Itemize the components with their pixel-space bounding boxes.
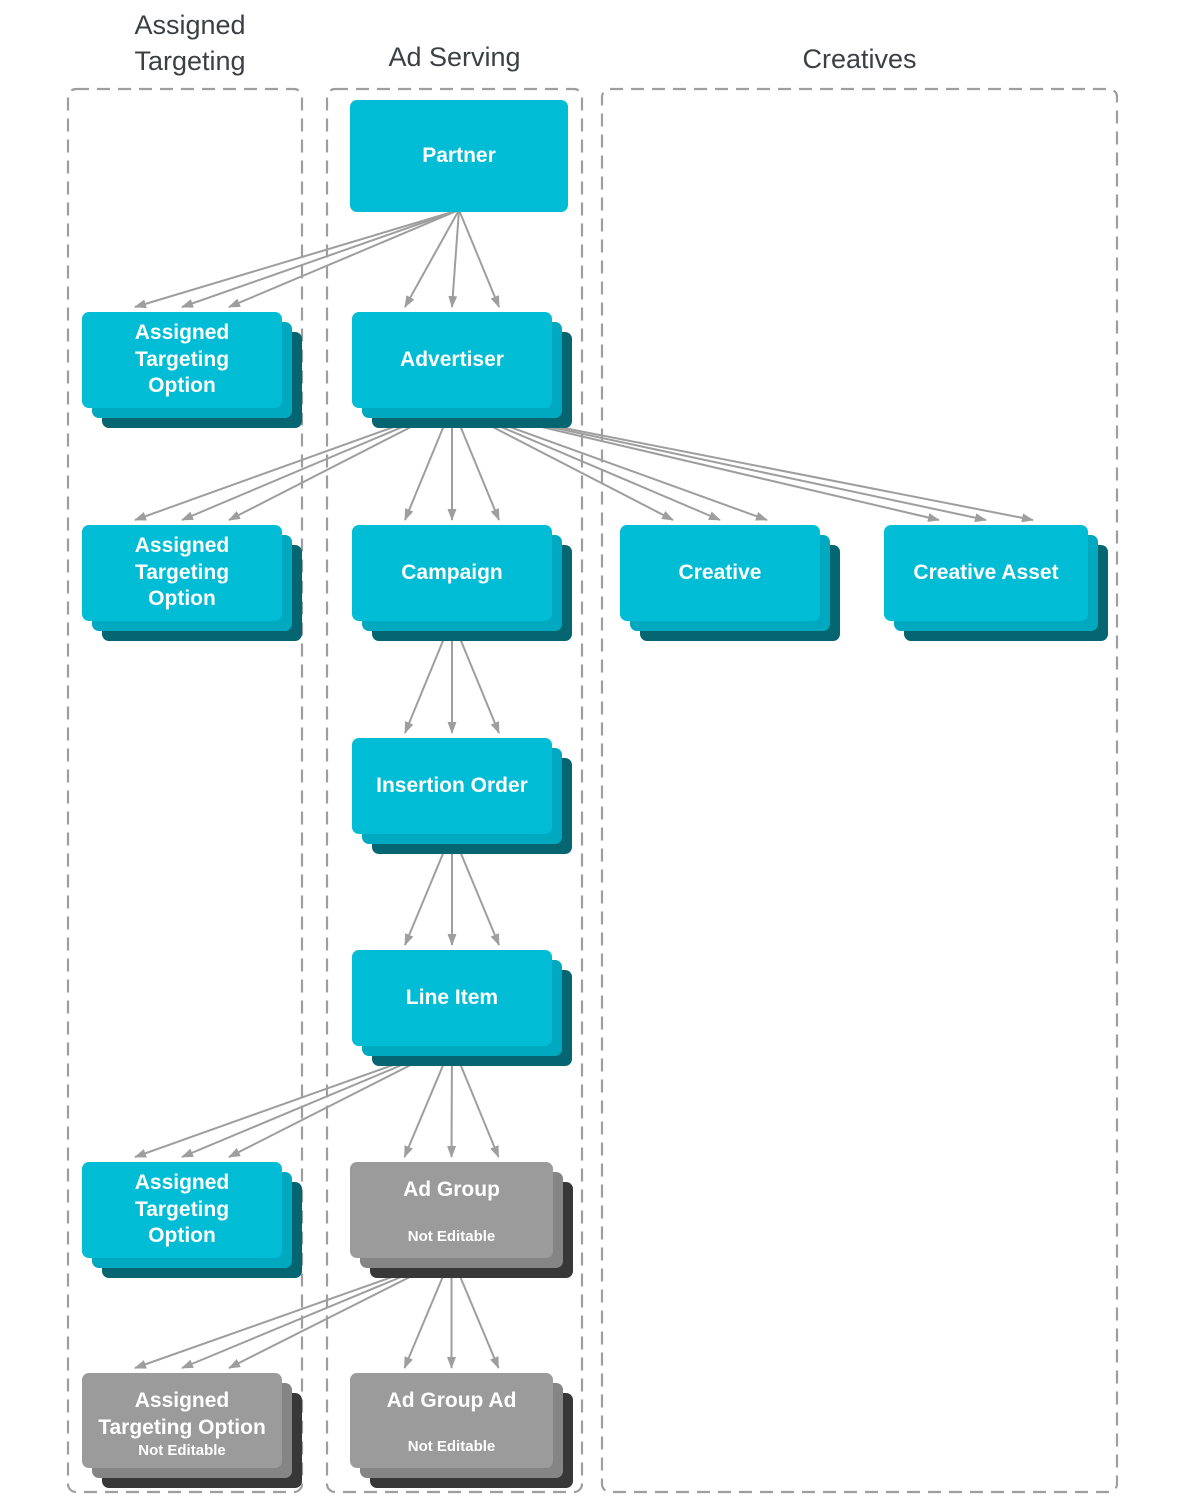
node-sublabel: Not Editable <box>138 1441 226 1459</box>
node-label: Insertion Order <box>376 773 528 797</box>
node-sublabel: Not Editable <box>407 1438 496 1455</box>
node-line-item: Line Item <box>352 950 572 1066</box>
node-label: Assigned Targeting Option <box>98 1389 266 1439</box>
node-label: Campaign <box>401 560 503 584</box>
node-assigned-targeting-option-4: Assigned Targeting Option Not Editable <box>82 1373 302 1488</box>
node-label: Assigned Targeting Option <box>134 320 230 398</box>
node-sublabel: Not Editable <box>407 1228 496 1245</box>
node-partner: Partner <box>350 100 568 212</box>
node-label: Creative Asset <box>913 560 1059 584</box>
node-label: Assigned Targeting Option <box>134 1170 230 1248</box>
node-ad-group: Ad Group Not Editable <box>350 1162 573 1278</box>
node-label: Partner <box>422 143 496 167</box>
node-advertiser: Advertiser <box>352 312 572 428</box>
column-header-creatives: Creatives <box>802 44 917 74</box>
node-label: Line Item <box>405 985 499 1009</box>
node-assigned-targeting-option-3: Assigned Targeting Option <box>82 1162 302 1278</box>
node-ad-group-ad: Ad Group Ad Not Editable <box>350 1373 573 1488</box>
node-label: Assigned Targeting Option <box>134 533 230 611</box>
node-label: Ad Group Ad <box>386 1389 517 1412</box>
node-label: Ad Group <box>403 1178 500 1201</box>
node-assigned-targeting-option-1: Assigned Targeting Option <box>82 312 302 428</box>
node-label: Advertiser <box>400 347 504 371</box>
node-campaign: Campaign <box>352 525 572 641</box>
node-assigned-targeting-option-2: Assigned Targeting Option <box>82 525 302 641</box>
column-creatives <box>601 88 1118 1493</box>
column-header-assigned-targeting: Assigned Targeting <box>134 10 246 76</box>
column-header-ad-serving: Ad Serving <box>388 42 521 72</box>
node-insertion-order: Insertion Order <box>352 738 572 854</box>
column-assigned-targeting <box>67 88 303 1493</box>
node-label: Creative <box>678 560 762 584</box>
node-creative: Creative <box>620 525 840 641</box>
node-creative-asset: Creative Asset <box>884 525 1108 641</box>
